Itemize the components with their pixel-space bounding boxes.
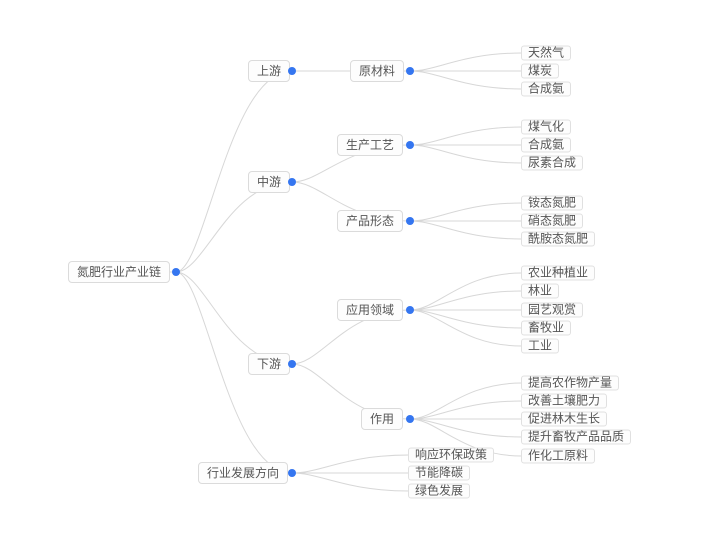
leaf-increase-crop-yield[interactable]: 提高农作物产量 (521, 375, 620, 391)
leaf-animal-husbandry[interactable]: 畜牧业 (521, 320, 572, 336)
leaf-horticulture[interactable]: 园艺观赏 (521, 302, 584, 318)
leaf-urea-synthesis[interactable]: 尿素合成 (521, 155, 584, 171)
leaf-energy-saving[interactable]: 节能降碳 (408, 465, 471, 481)
node-production-process[interactable]: 生产工艺 (337, 134, 404, 156)
leaf-natural-gas[interactable]: 天然气 (521, 45, 572, 61)
node-raw-materials[interactable]: 原材料 (350, 60, 405, 82)
leaf-chemical-raw-material[interactable]: 作化工原料 (521, 448, 596, 464)
node-industry-direction[interactable]: 行业发展方向 (198, 462, 289, 484)
node-upstream[interactable]: 上游 (248, 60, 291, 82)
leaf-industry[interactable]: 工业 (521, 338, 560, 354)
node-function[interactable]: 作用 (361, 408, 404, 430)
leaf-improve-soil-fertility[interactable]: 改善土壤肥力 (521, 393, 608, 409)
leaf-env-policy[interactable]: 响应环保政策 (408, 447, 495, 463)
leaf-coal-gasification[interactable]: 煤气化 (521, 119, 572, 135)
node-downstream[interactable]: 下游 (248, 353, 291, 375)
leaf-promote-tree-growth[interactable]: 促进林木生长 (521, 411, 608, 427)
leaf-coal[interactable]: 煤炭 (521, 63, 560, 79)
leaf-livestock-quality[interactable]: 提升畜牧产品品质 (521, 429, 632, 445)
leaf-ammonia-synthesis[interactable]: 合成氨 (521, 137, 572, 153)
leaf-green-development[interactable]: 绿色发展 (408, 483, 471, 499)
leaf-amide-nitrogen[interactable]: 酰胺态氮肥 (521, 231, 596, 247)
node-application-field[interactable]: 应用领域 (337, 299, 404, 321)
leaf-forestry[interactable]: 林业 (521, 283, 560, 299)
leaf-agriculture-planting[interactable]: 农业种植业 (521, 265, 596, 281)
node-product-form[interactable]: 产品形态 (337, 210, 404, 232)
leaf-synthetic-ammonia[interactable]: 合成氨 (521, 81, 572, 97)
node-midstream[interactable]: 中游 (248, 171, 291, 193)
leaf-nitrate-nitrogen[interactable]: 硝态氮肥 (521, 213, 584, 229)
leaf-ammonium-nitrogen[interactable]: 铵态氮肥 (521, 195, 584, 211)
node-root[interactable]: 氮肥行业产业链 (68, 261, 171, 283)
